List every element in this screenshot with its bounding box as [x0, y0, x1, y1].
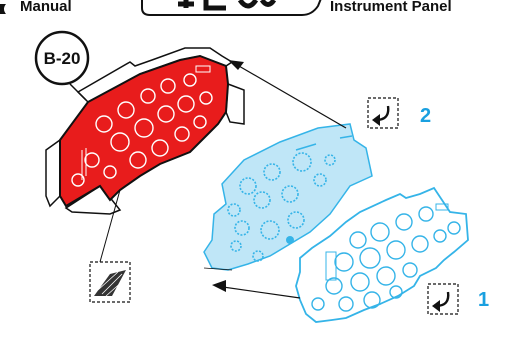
step-1-marker: 1	[427, 283, 489, 315]
arrow-decal-2-to-panel	[228, 60, 347, 129]
detail-callout	[89, 189, 131, 303]
manual-label: Manual	[20, 0, 72, 15]
title-glyphs-cropped	[178, 0, 277, 11]
arrow-decal-1-to-decal-2	[212, 280, 301, 299]
step-number-1: 1	[478, 289, 489, 311]
part-number-label: B-20	[44, 49, 81, 68]
decal-sheet-1	[295, 186, 469, 323]
guide-line-upper	[203, 267, 233, 271]
instrument-panel-heading: Instrument Panel	[330, 0, 452, 15]
curved-arrow-icon	[367, 97, 399, 129]
header-bar: Manual Instrument Panel	[0, 0, 516, 16]
curved-arrow-icon	[427, 283, 459, 315]
part-callout-b20: B-20	[34, 30, 90, 86]
step-2-marker: 2	[367, 97, 431, 129]
step-number-2: 2	[420, 105, 431, 127]
instrument-panel-part	[45, 47, 245, 215]
callout-leader-line	[69, 83, 87, 101]
decal-sheet-2	[203, 123, 373, 271]
